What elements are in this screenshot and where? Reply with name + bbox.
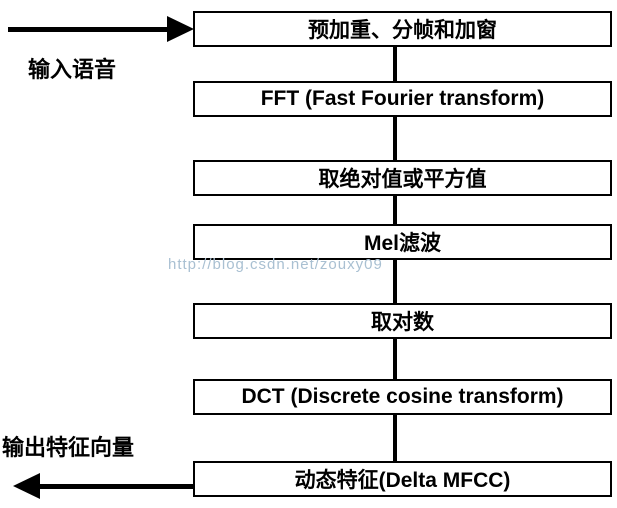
output-feature-vector-label: 输出特征向量 xyxy=(2,435,135,460)
flow-box-label: 取对数 xyxy=(371,311,434,334)
flow-box-label: FFT (Fast Fourier transform) xyxy=(260,87,545,110)
flow-box-label: 取绝对值或平方值 xyxy=(318,168,487,191)
flow-box-log: 取对数 xyxy=(193,303,612,339)
input-speech-label: 输入语音 xyxy=(28,57,117,82)
flow-box-label: Mel滤波 xyxy=(363,232,441,255)
flow-box-label: DCT (Discrete cosine transform) xyxy=(241,385,564,408)
flow-box-mel-filter: Mel滤波 xyxy=(193,224,612,260)
flow-box-preemphasis-framing-windowing: 预加重、分帧和加窗 xyxy=(193,11,612,47)
flow-box-absolute-or-square: 取绝对值或平方值 xyxy=(193,160,612,196)
input-arrow-line xyxy=(8,27,170,32)
flow-box-dct: DCT (Discrete cosine transform) xyxy=(193,379,612,415)
flow-box-fft: FFT (Fast Fourier transform) xyxy=(193,81,612,117)
output-arrowhead-left-icon xyxy=(13,473,40,499)
flow-box-delta-mfcc: 动态特征(Delta MFCC) xyxy=(193,461,612,497)
watermark-text: http://blog.csdn.net/zouxy09 xyxy=(168,256,383,273)
flow-box-label: 动态特征(Delta MFCC) xyxy=(294,469,511,492)
output-arrow-line xyxy=(38,484,193,489)
flow-box-label: 预加重、分帧和加窗 xyxy=(308,19,497,42)
input-arrowhead-right-icon xyxy=(167,16,194,42)
